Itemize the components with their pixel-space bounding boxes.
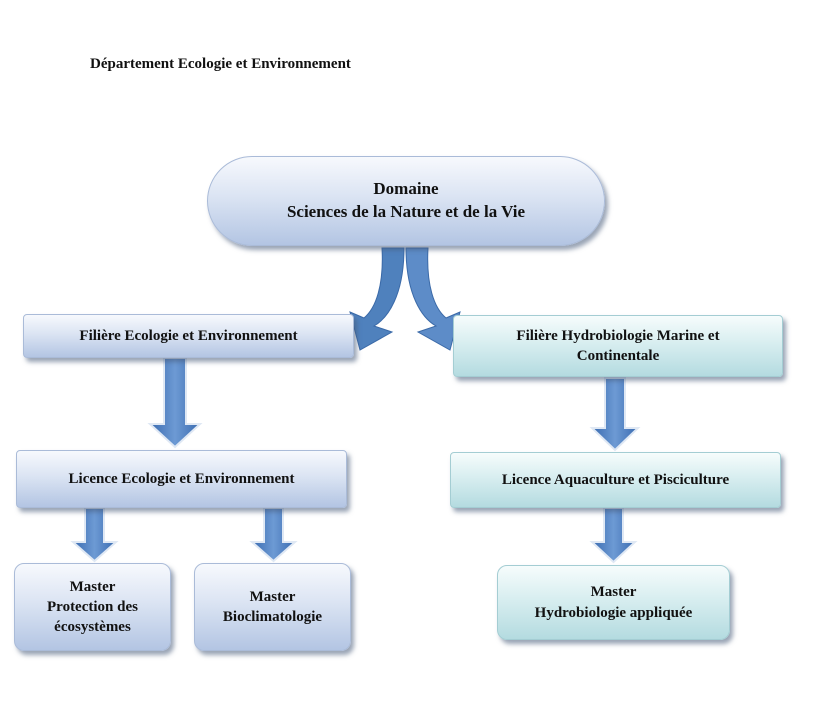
down-arrow-icon (70, 507, 119, 563)
down-arrow-icon (147, 357, 203, 449)
page-title: Département Ecologie et Environnement (90, 56, 351, 72)
curved-arrow-left-icon (349, 247, 405, 351)
licence-aquaculture-node: Licence Aquaculture et Pisciculture (450, 452, 781, 508)
master-hydrobiologie-line2: Hydrobiologie appliquée (534, 604, 693, 621)
down-arrow-icon (589, 507, 638, 564)
master-bioclimatologie-line1: Master (249, 588, 296, 605)
down-arrow-icon (589, 377, 641, 452)
filiere-hydrobiologie-node: Filière Hydrobiologie Marine et Continen… (453, 315, 783, 377)
domain-label: Domaine (373, 179, 439, 199)
master-bioclimatologie-line2: Bioclimatologie (222, 609, 323, 625)
down-arrow-icon (249, 507, 298, 563)
master-protection-line1: Master (69, 578, 116, 595)
master-protection-line3: écosystèmes (54, 619, 131, 636)
master-hydrobiologie-line1: Master (590, 584, 637, 601)
domain-name: Sciences de la Nature et de la Vie (286, 202, 526, 221)
licence-aquaculture-label: Licence Aquaculture et Pisciculture (501, 471, 730, 488)
filiere-hydrobiologie-label-line2: Continentale (576, 348, 660, 364)
master-hydrobiologie-node: Master Hydrobiologie appliquée (497, 565, 730, 640)
licence-ecologie-label: Licence Ecologie et Environnement (68, 470, 295, 487)
master-protection-node: Master Protection des écosystèmes (14, 563, 171, 651)
filiere-ecologie-node: Filière Ecologie et Environnement (23, 314, 354, 358)
master-bioclimatologie-node: Master Bioclimatologie (194, 563, 351, 651)
licence-ecologie-node: Licence Ecologie et Environnement (16, 450, 347, 508)
curved-arrow-right-icon (405, 247, 461, 351)
filiere-ecologie-label: Filière Ecologie et Environnement (79, 327, 298, 344)
filiere-hydrobiologie-label-line1: Filière Hydrobiologie Marine et (516, 327, 720, 344)
master-protection-line2: Protection des (47, 598, 138, 615)
domain-node: Domaine Sciences de la Nature et de la V… (207, 156, 605, 246)
